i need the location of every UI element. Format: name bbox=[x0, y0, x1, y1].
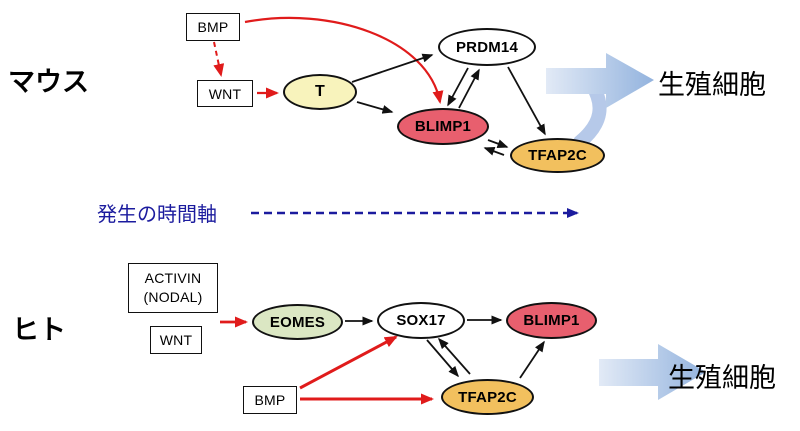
t-node: T bbox=[283, 74, 357, 110]
germ-cells-label-human: 生殖細胞 bbox=[668, 363, 776, 393]
arrow-bmp-to-sox17 bbox=[299, 335, 398, 390]
bmp-box-human-label: BMP bbox=[254, 392, 286, 408]
blimp1-node-mouse-label: BLIMP1 bbox=[414, 118, 472, 135]
arrow-tfap2c-to-sox17 bbox=[438, 337, 471, 375]
activin-nodal-box: ACTIVIN (NODAL) bbox=[128, 263, 218, 313]
wnt-box-human: WNT bbox=[150, 326, 202, 354]
arrow-t-to-prdm14 bbox=[351, 53, 434, 83]
bmp-box-mouse: BMP bbox=[186, 13, 240, 41]
arrow-prdm14-to-tfap2c bbox=[507, 66, 546, 136]
tfap2c-node-mouse: TFAP2C bbox=[510, 138, 605, 173]
prdm14-node-label: PRDM14 bbox=[455, 38, 519, 56]
wnt-box-mouse-label: WNT bbox=[208, 85, 242, 102]
arrow-blimp1-to-tfap2c bbox=[487, 139, 509, 148]
human-section-label: ヒト bbox=[12, 315, 66, 345]
wnt-box-mouse: WNT bbox=[197, 80, 253, 107]
blimp1-node-human: BLIMP1 bbox=[506, 302, 597, 339]
tfap2c-node-human-label: TFAP2C bbox=[458, 388, 517, 406]
arrow-bmp-to-wnt bbox=[213, 41, 225, 77]
t-node-label: T bbox=[315, 83, 325, 100]
sox17-node-label: SOX17 bbox=[396, 312, 446, 329]
arrow-tfap2c-to-blimp1 bbox=[483, 147, 505, 156]
arrow-t-to-blimp1 bbox=[356, 101, 394, 114]
blimp1-node-mouse: BLIMP1 bbox=[397, 108, 489, 145]
activin-label: ACTIVIN bbox=[144, 270, 202, 287]
arrow-prdm14-to-blimp1 bbox=[447, 67, 469, 107]
bmp-box-human: BMP bbox=[243, 386, 297, 414]
mouse-section-label: マウス bbox=[8, 67, 89, 97]
bigarrow-mouse bbox=[546, 53, 654, 108]
tfap2c-node-human: TFAP2C bbox=[441, 379, 534, 415]
arrow-bmp-to-blimp1 bbox=[244, 16, 444, 104]
sox17-node: SOX17 bbox=[377, 302, 465, 339]
nodal-label: (NODAL) bbox=[143, 289, 203, 305]
timeline-label: 発生の時間軸 bbox=[97, 204, 217, 226]
blimp1-node-human-label: BLIMP1 bbox=[523, 312, 580, 329]
wnt-box-human-label: WNT bbox=[159, 332, 193, 348]
bigarrow-human bbox=[599, 344, 706, 400]
arrow-tfap2c-to-blimp1-human bbox=[519, 340, 545, 379]
eomes-node: EOMES bbox=[252, 304, 343, 340]
arrow-sox17-to-tfap2c bbox=[426, 339, 459, 378]
prdm14-node: PRDM14 bbox=[438, 28, 536, 66]
tfap2c-node-mouse-label: TFAP2C bbox=[528, 147, 587, 164]
germ-cells-label-mouse: 生殖細胞 bbox=[658, 70, 766, 100]
arrow-blimp1-to-prdm14 bbox=[458, 68, 480, 109]
bmp-box-mouse-label: BMP bbox=[197, 19, 229, 35]
eomes-node-label: EOMES bbox=[269, 313, 326, 331]
